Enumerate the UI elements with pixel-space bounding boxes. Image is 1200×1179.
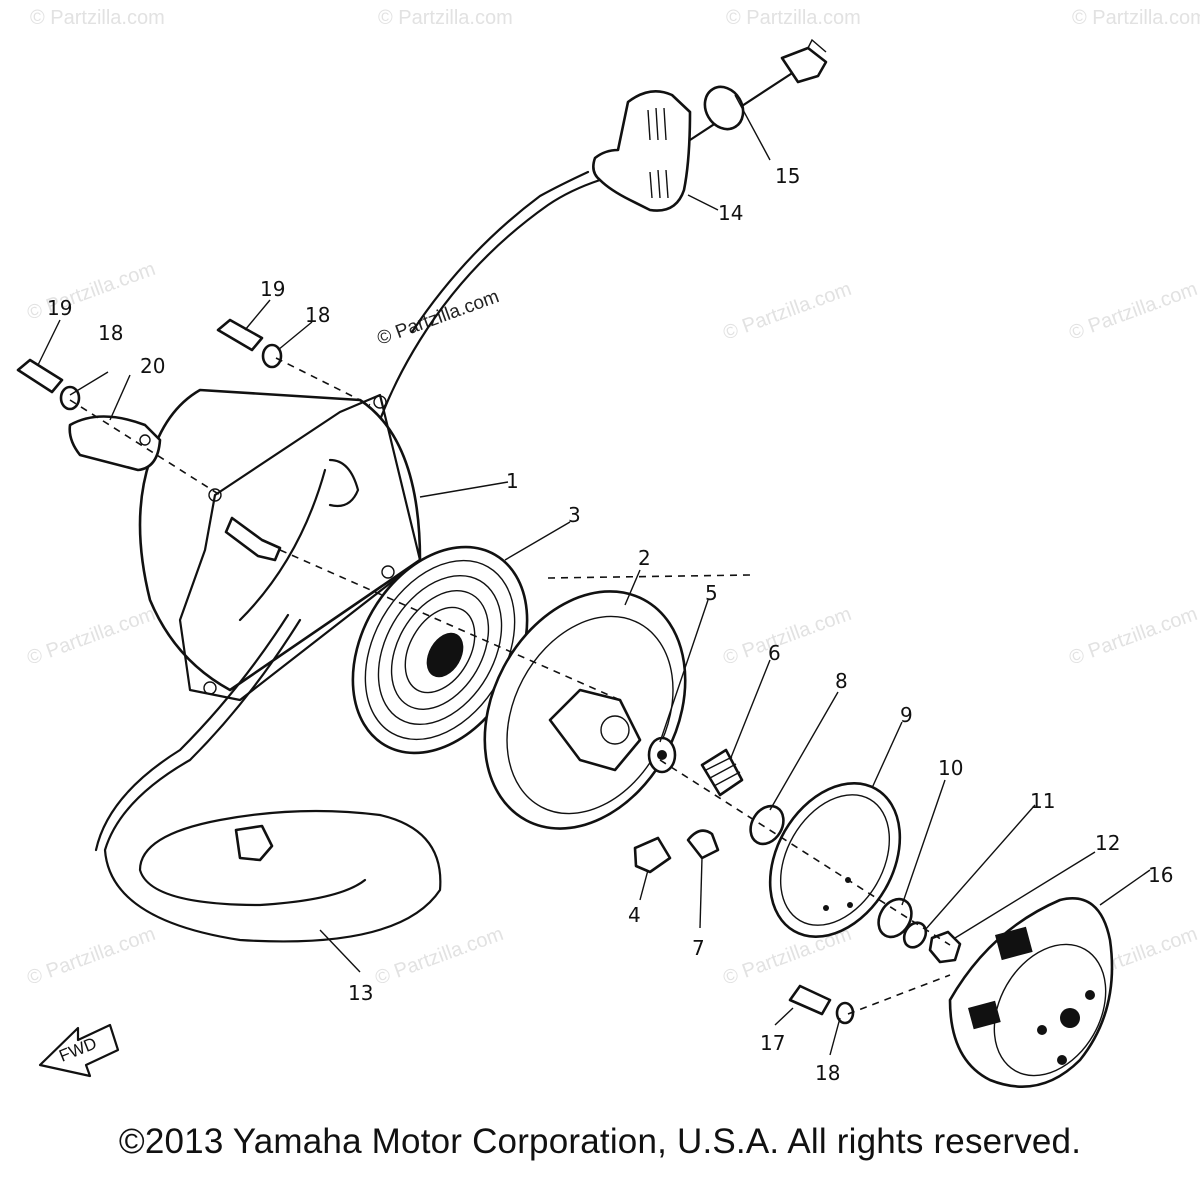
leader-lines <box>37 94 1151 1056</box>
pawl-parts <box>633 736 785 874</box>
callout-18: 18 <box>815 1061 840 1085</box>
callout-12: 12 <box>1095 831 1120 855</box>
callout-4: 4 <box>628 903 641 927</box>
starter-pulley-cup <box>948 897 1114 1088</box>
callout-14: 14 <box>718 201 743 225</box>
watermark: © Partzilla.com <box>24 923 158 990</box>
watermark: © Partzilla.com <box>1066 603 1200 670</box>
fasteners <box>16 318 855 1025</box>
callout-10: 10 <box>938 756 963 780</box>
nut-12 <box>928 930 962 964</box>
watermark: © Partzilla.com <box>378 7 513 29</box>
watermark: © Partzilla.com <box>720 603 854 670</box>
callout-19: 19 <box>47 296 72 320</box>
callout-numbers: 1 2 3 4 5 6 7 8 9 10 11 12 13 14 15 16 1… <box>47 164 1173 1085</box>
forward-arrow-icon: FWD <box>38 1023 120 1078</box>
watermark: © Partzilla.com <box>30 7 165 29</box>
callout-1: 1 <box>506 469 519 493</box>
watermark: © Partzilla.com <box>720 278 854 345</box>
watermark: © Partzilla.com <box>1066 278 1200 345</box>
callout-16: 16 <box>1148 863 1173 887</box>
callout-19: 19 <box>260 277 285 301</box>
friction-plate <box>768 781 902 939</box>
starter-handle-assembly <box>378 38 828 422</box>
callout-5: 5 <box>705 581 718 605</box>
watermark: © Partzilla.com <box>1072 7 1200 29</box>
callout-17: 17 <box>760 1031 785 1055</box>
assembly-lines <box>69 357 951 1015</box>
watermark: © Partzilla.com <box>24 258 158 325</box>
copyright-notice: ©2013 Yamaha Motor Corporation, U.S.A. A… <box>118 1122 1082 1161</box>
callout-8: 8 <box>835 669 848 693</box>
callout-7: 7 <box>692 936 705 960</box>
watermark: © Partzilla.com <box>372 923 506 990</box>
callout-18: 18 <box>98 321 123 345</box>
callout-11: 11 <box>1030 789 1055 813</box>
washer-11 <box>902 921 928 949</box>
callout-9: 9 <box>900 703 913 727</box>
clip-8 <box>749 804 785 846</box>
sheave-drum <box>483 590 687 830</box>
watermark: © Partzilla.com <box>726 7 861 29</box>
watermark: © Partzilla.com <box>24 603 158 670</box>
washer-10 <box>877 897 913 939</box>
spring-6 <box>700 748 744 797</box>
callout-20: 20 <box>140 354 165 378</box>
callout-2: 2 <box>638 546 651 570</box>
guide-7 <box>686 829 720 860</box>
callout-15: 15 <box>775 164 800 188</box>
pawl-4 <box>633 836 672 874</box>
callout-3: 3 <box>568 503 581 527</box>
callout-18: 18 <box>305 303 330 327</box>
callout-13: 13 <box>348 981 373 1005</box>
callout-6: 6 <box>768 641 781 665</box>
